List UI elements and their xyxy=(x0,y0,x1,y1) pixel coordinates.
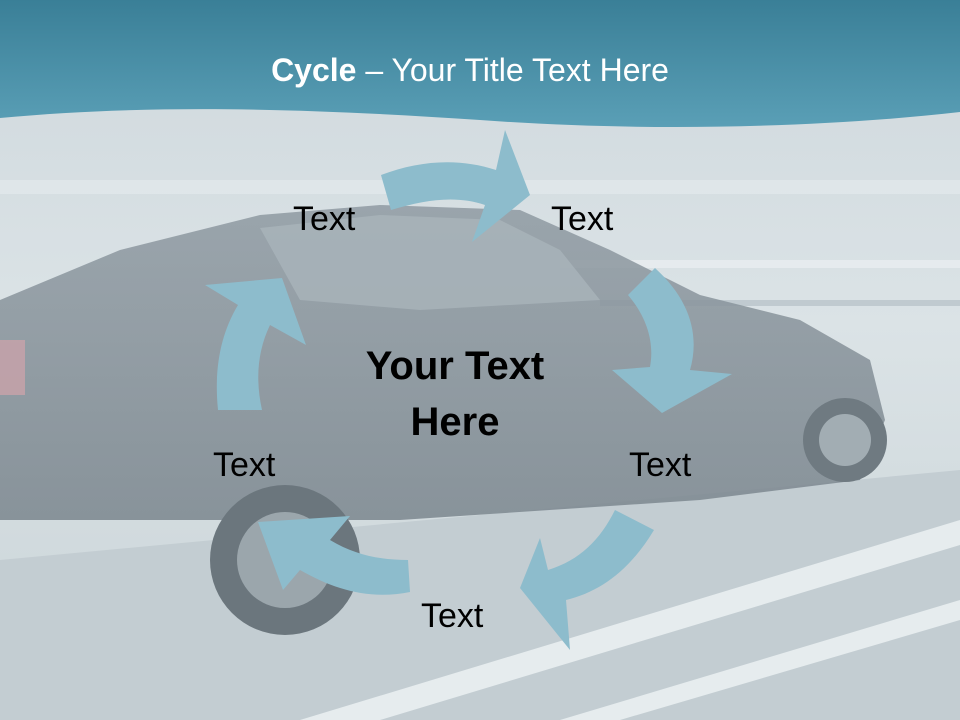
slide-title: Cycle – Your Title Text Here xyxy=(0,52,940,89)
node-label-left: Text xyxy=(213,446,276,484)
cycle-arrow-lower-right xyxy=(520,510,654,650)
title-rest: – Your Title Text Here xyxy=(356,52,669,88)
center-text: Your Text Here xyxy=(330,338,580,450)
cycle-arrow-upper-right xyxy=(612,268,732,413)
node-label-bottom: Text xyxy=(421,597,484,635)
center-text-line2: Here xyxy=(410,400,500,444)
node-label-right: Text xyxy=(629,446,692,484)
node-label-top-right: Text xyxy=(551,200,614,238)
cycle-arrow-top xyxy=(381,130,530,242)
cycle-arrow-bottom-left xyxy=(258,516,410,595)
center-text-line1: Your Text xyxy=(365,344,545,388)
title-bold: Cycle xyxy=(271,52,357,88)
node-label-top-left: Text xyxy=(293,200,356,238)
cycle-arrow-upper-left xyxy=(205,278,306,410)
